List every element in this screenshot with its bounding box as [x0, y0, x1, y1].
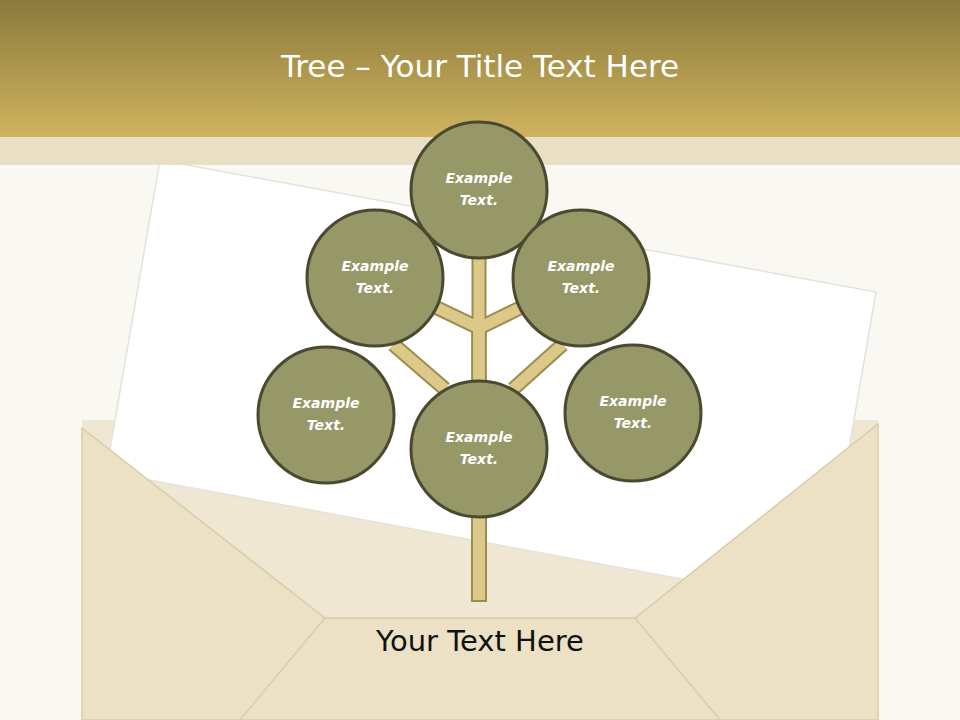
envelope-fold [240, 618, 325, 720]
title-bar [0, 0, 960, 137]
circle-label: Example Text. [535, 256, 627, 299]
tree-branch [437, 308, 479, 380]
circle-label: Example Text. [433, 427, 525, 470]
circle-outline [258, 347, 394, 483]
branch-outline [479, 308, 519, 380]
circle-shape [305, 208, 445, 348]
tree-branch [479, 308, 519, 380]
trunk-stub [472, 512, 486, 601]
circle-outline [565, 345, 701, 481]
circle-outline [513, 210, 649, 346]
tree-circle: Example Text. [563, 343, 703, 483]
circle-label: Example Text. [280, 393, 372, 436]
tree-circle: Example Text. [409, 379, 549, 519]
branch-outline [393, 344, 444, 389]
tree-branch [513, 344, 562, 389]
tree-branch [393, 344, 444, 389]
circle-outline [307, 210, 443, 346]
circle-label: Example Text. [329, 256, 421, 299]
slide-caption: Your Text Here [0, 624, 960, 658]
circle-label: Example Text. [587, 391, 679, 434]
circle-shape [256, 345, 396, 485]
branch-outline [513, 344, 562, 389]
tree-circle: Example Text. [511, 208, 651, 348]
tree-circle: Example Text. [305, 208, 445, 348]
circle-shape [511, 208, 651, 348]
circle-shape [563, 343, 703, 483]
slide-title: Tree – Your Title Text Here [0, 48, 960, 84]
circle-outline [411, 381, 547, 517]
tree-circle: Example Text. [256, 345, 396, 485]
envelope-fold [635, 618, 720, 720]
circle-label: Example Text. [433, 168, 525, 211]
circle-shape [409, 379, 549, 519]
